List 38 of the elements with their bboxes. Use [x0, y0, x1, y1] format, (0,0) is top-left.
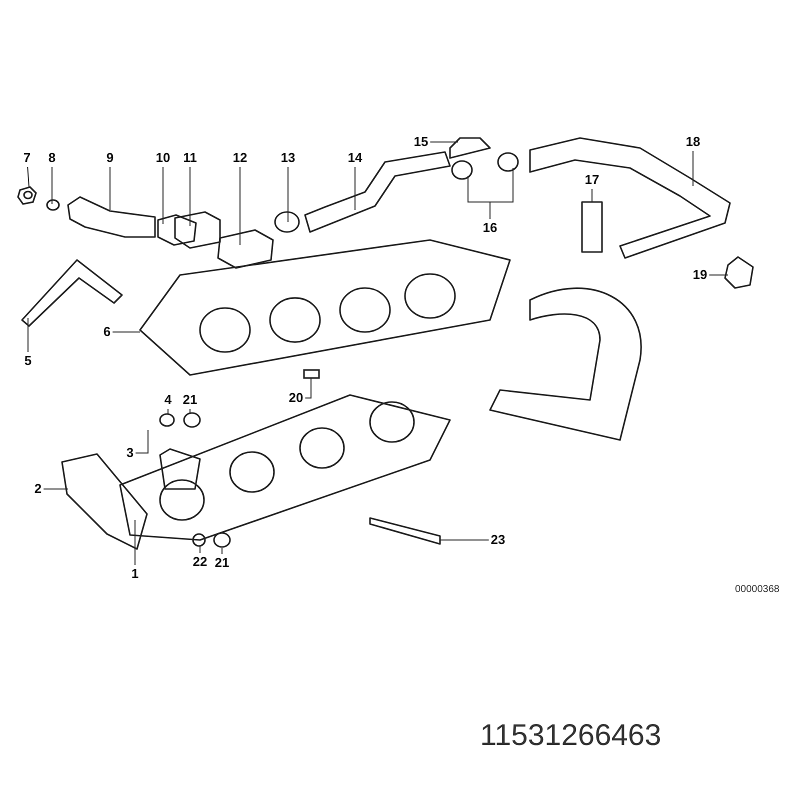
leader-line — [27, 166, 30, 188]
callout-number: 10 — [156, 150, 170, 166]
callout-number: 20 — [288, 390, 304, 406]
callout-number: 2 — [34, 481, 42, 497]
callout-number: 21 — [214, 555, 230, 571]
callout-number: 12 — [232, 150, 248, 166]
callout-number: 3 — [126, 445, 134, 461]
callout-number: 13 — [280, 150, 296, 166]
callout-number: 19 — [692, 267, 708, 283]
callout-number: 8 — [48, 150, 56, 166]
leader-line — [490, 168, 514, 220]
callout-number: 21 — [182, 392, 198, 408]
callout-number: 18 — [686, 134, 700, 150]
leader-line — [134, 520, 136, 566]
leader-line — [135, 430, 148, 454]
leader-line — [304, 378, 312, 398]
callout-number: 17 — [584, 172, 600, 188]
callout-number: 16 — [482, 220, 498, 236]
callout-number: 9 — [106, 150, 114, 166]
callout-number: 15 — [414, 134, 428, 150]
callout-number: 7 — [23, 150, 31, 166]
callout-number: 23 — [490, 532, 506, 548]
pin-box — [303, 369, 320, 379]
callout-number: 14 — [348, 150, 362, 166]
callout-number: 4 — [164, 392, 172, 408]
callout-number: 1 — [131, 566, 139, 582]
callout-number: 5 — [24, 353, 32, 369]
leader-line — [692, 150, 694, 186]
callout-number: 22 — [192, 554, 208, 570]
leader-line — [354, 166, 356, 210]
callout-number: 6 — [103, 324, 111, 340]
hex-nut-drawing — [17, 186, 37, 205]
drawing-number: 00000368 — [735, 584, 780, 595]
leader-line — [708, 274, 728, 276]
leader-line — [43, 488, 68, 490]
part-number: 11531266463 — [480, 719, 662, 753]
callout-number: 11 — [183, 150, 197, 166]
leader-line — [162, 166, 164, 224]
